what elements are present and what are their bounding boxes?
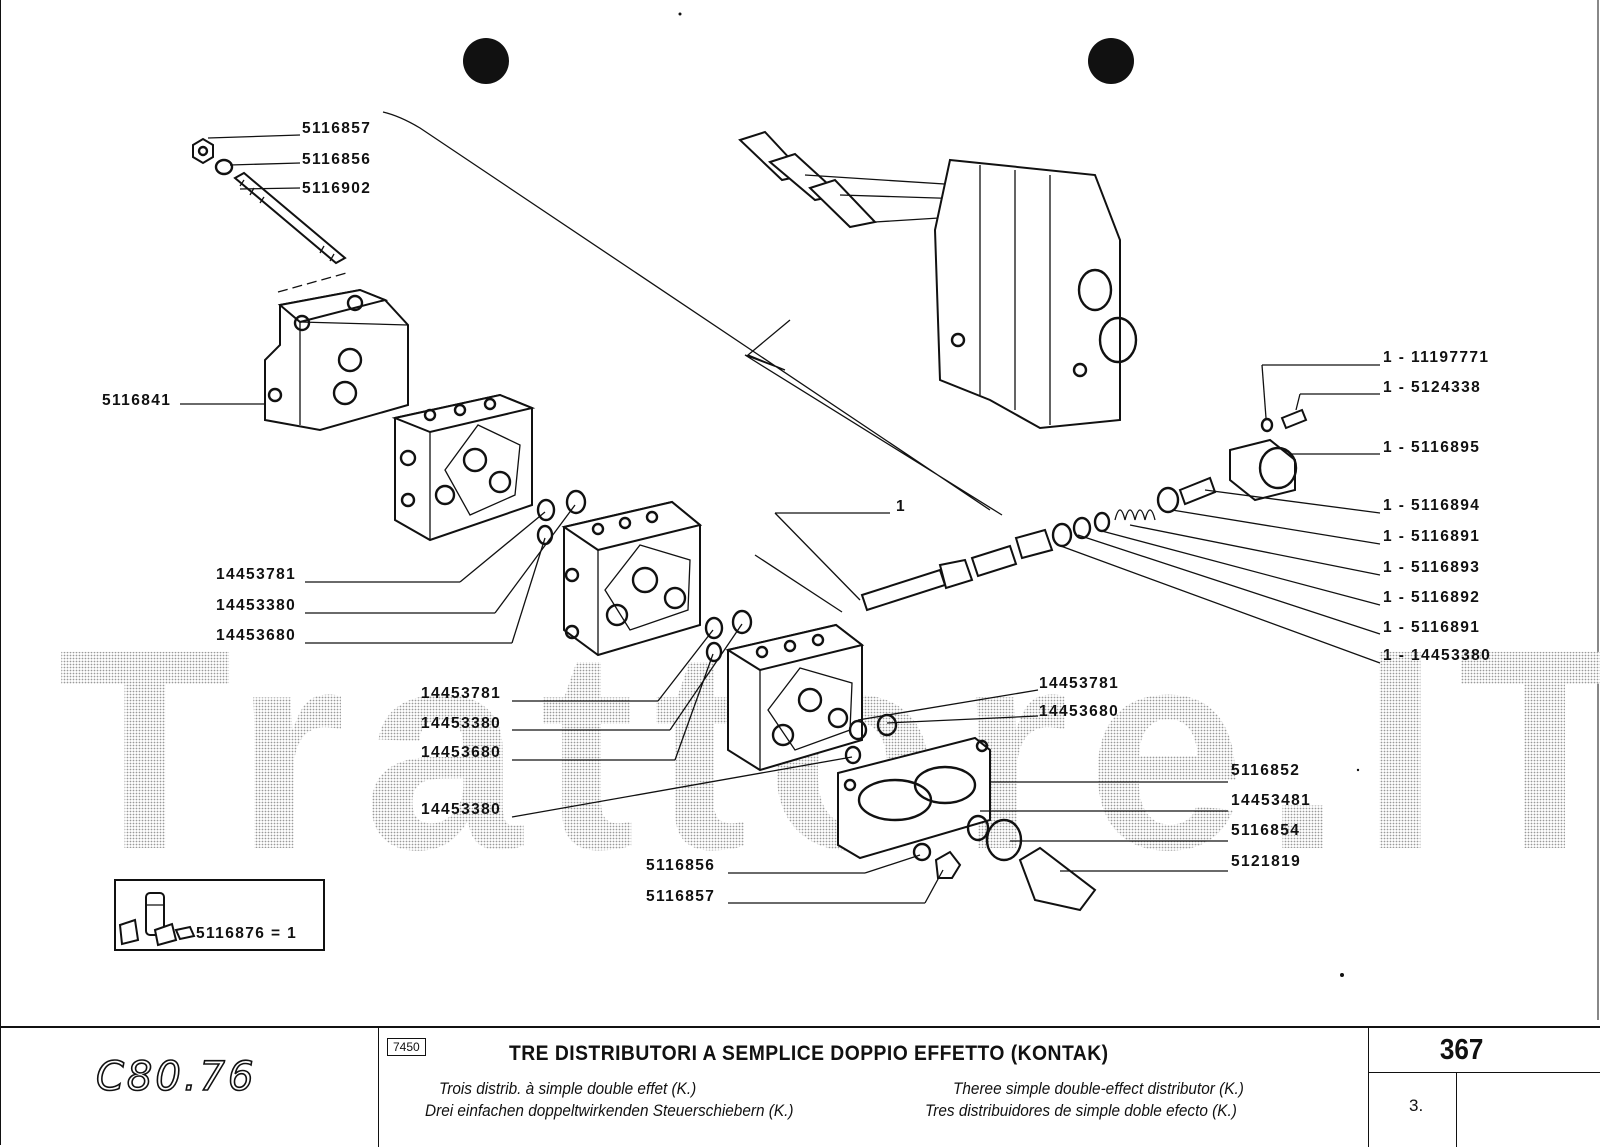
part-label: 14453481	[1231, 792, 1311, 809]
page-number: 367	[1439, 1034, 1483, 1066]
punch-hole-left	[463, 38, 509, 84]
part-label: 14453680	[421, 744, 501, 761]
part-label: 1 - 14453380	[1383, 647, 1491, 664]
distributor-section-1	[391, 393, 536, 542]
part-label: 1 - 5116891	[1383, 619, 1480, 636]
part-labels-center-pair: 14453781 14453680	[1039, 675, 1119, 720]
reference-code: 7450	[387, 1038, 426, 1056]
part-label: 14453380	[421, 715, 501, 732]
part-label: 1 - 5116892	[1383, 589, 1480, 606]
part-label: 1 - 5116893	[1383, 559, 1480, 576]
rear-cover	[837, 736, 991, 860]
part-label: 14453781	[421, 685, 501, 702]
part-label: 5116854	[1231, 822, 1300, 839]
part-label: 5116902	[302, 180, 371, 197]
tie-rod-assembly	[192, 137, 351, 293]
part-label: 14453781	[216, 566, 296, 583]
title-block: C80.76 7450 TRE DISTRIBUTORI A SEMPLICE …	[0, 1026, 1600, 1147]
subtitle-spanish: Tres distribuidores de simple doble efec…	[925, 1102, 1237, 1120]
part-labels-left-1: 14453781 14453380 14453680	[216, 566, 296, 644]
part-label: 14453380	[216, 597, 296, 614]
part-label: 5116856	[302, 151, 371, 168]
assembled-valve-illustration	[738, 130, 1138, 430]
part-label: 1 - 5116894	[1383, 497, 1480, 514]
part-label: 1 - 5116895	[1383, 439, 1480, 456]
end-cover	[264, 288, 409, 432]
distributor-section-3	[725, 623, 865, 772]
punch-hole-right	[1088, 38, 1134, 84]
model-logo: C80.76	[95, 1053, 257, 1101]
repair-kit-box: 5116876 = 1	[114, 879, 325, 951]
part-label: 14453680	[1039, 703, 1119, 720]
part-labels-right: 1 - 11197771 1 - 5124338 1 - 5116895 1 -…	[1383, 349, 1491, 664]
part-label-center: 1	[896, 498, 906, 515]
title-cell: 7450 TRE DISTRIBUTORI A SEMPLICE DOPPIO …	[378, 1028, 1369, 1147]
part-labels-lower-right: 5116852 14453481 5116854 5121819	[1231, 762, 1311, 870]
subtitle-english: Theree simple double-effect distributor …	[953, 1080, 1244, 1098]
part-labels-upper-left: 5116857 5116856 5116902 5116841	[102, 120, 371, 409]
part-label: 1 - 5124338	[1383, 379, 1481, 396]
part-labels-bottom: 5116856 5116857	[646, 857, 715, 905]
part-label: 5121819	[1231, 853, 1301, 870]
assembly-outline	[382, 111, 1003, 516]
part-label: 5116852	[1231, 762, 1300, 779]
page-title: TRE DISTRIBUTORI A SEMPLICE DOPPIO EFFET…	[509, 1042, 1109, 1065]
divider	[1456, 1072, 1457, 1147]
part-label: 14453380	[421, 801, 501, 818]
part-labels-left-2: 14453781 14453380 14453680 14453380	[421, 685, 501, 818]
model-cell: C80.76	[0, 1028, 378, 1147]
part-label: 14453680	[216, 627, 296, 644]
part-label: 1 - 11197771	[1383, 349, 1489, 366]
page-cell: 367 3.	[1368, 1028, 1600, 1147]
part-label: 5116856	[646, 857, 715, 874]
part-label: 5116857	[646, 888, 715, 905]
divider	[1369, 1072, 1600, 1073]
subtitle-german: Drei einfachen doppeltwirkenden Steuersc…	[425, 1102, 794, 1120]
part-label: 1 - 5116891	[1383, 528, 1480, 545]
subtitle-french: Trois distrib. à simple double effet (K.…	[439, 1080, 697, 1098]
sheet-number: 3.	[1409, 1096, 1424, 1115]
leader-lines	[180, 134, 1381, 904]
distributor-section-2	[561, 500, 703, 657]
kit-label: 5116876 = 1	[196, 925, 297, 942]
cap-assembly	[1229, 408, 1308, 502]
part-label: 14453781	[1039, 675, 1119, 692]
part-label: 5116857	[302, 120, 371, 137]
part-label: 5116841	[102, 392, 171, 409]
cover-fittings	[912, 814, 1097, 912]
